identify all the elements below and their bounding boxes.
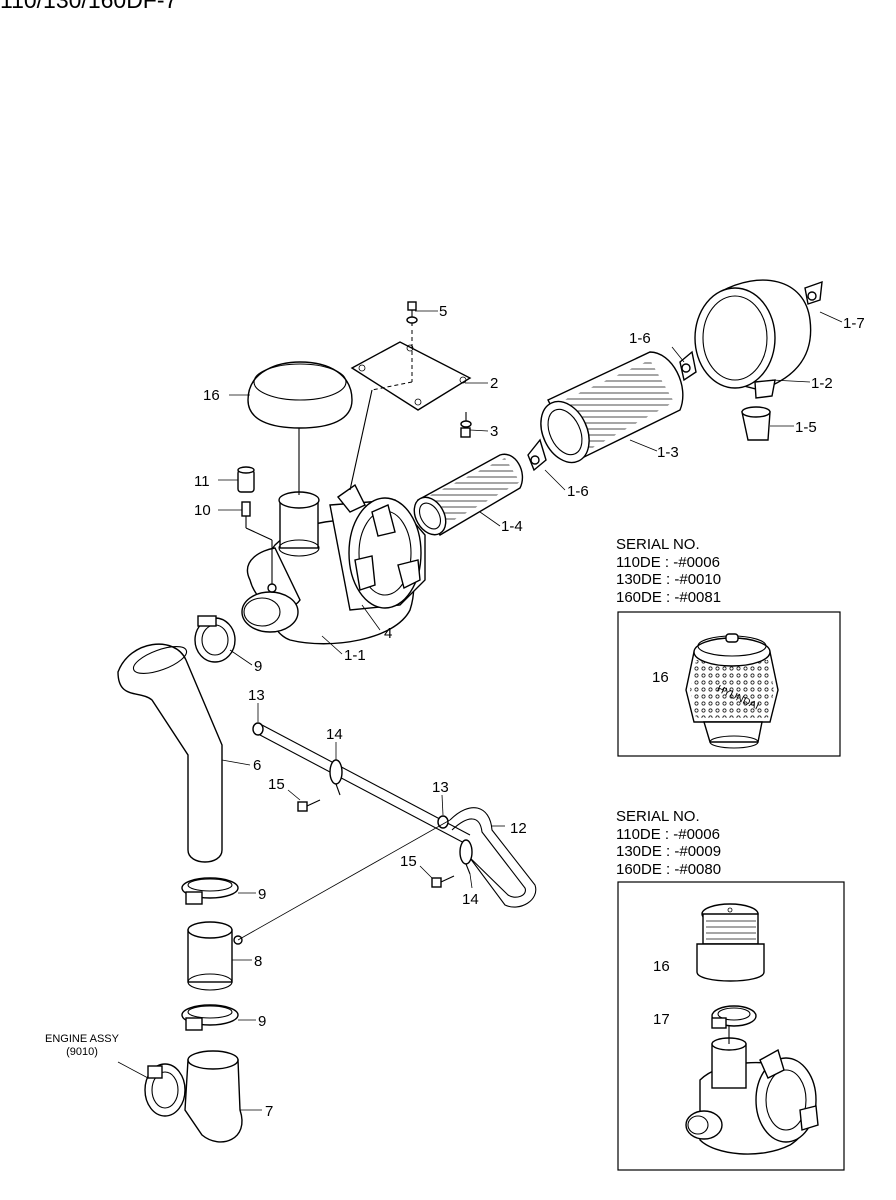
wing-nut xyxy=(679,350,697,382)
inset-box-2: 16 17 xyxy=(617,881,845,1171)
bolt-5 xyxy=(406,301,418,326)
vacuator-pipe xyxy=(252,722,537,908)
serial-info-2: SERIAL NO. 110DE : -#0006 130DE : -#0009… xyxy=(616,808,721,878)
callout-10: 10 xyxy=(194,502,211,519)
callout-numbers: 5 1-7 1-6 2 1-2 16 3 1-5 1-3 11 1-6 10 1… xyxy=(194,303,865,1120)
dust-indicator xyxy=(237,466,255,493)
callout-8: 8 xyxy=(254,953,262,970)
diagram-title: 110/130/160DF-7 xyxy=(0,0,178,13)
callout-6: 6 xyxy=(253,757,261,774)
intake-hose xyxy=(117,643,223,863)
callout-13-right: 13 xyxy=(432,779,449,796)
indicator-fitting xyxy=(241,501,273,584)
callout-12: 12 xyxy=(510,820,527,837)
hose-clamp xyxy=(181,1004,239,1031)
callout-1-6-lower: 1-6 xyxy=(567,483,589,500)
cap-clamp xyxy=(711,1005,757,1029)
callout-13-left: 13 xyxy=(248,687,265,704)
callout-1-5: 1-5 xyxy=(795,419,817,436)
bolt-3 xyxy=(460,412,472,438)
air-cleaner-small xyxy=(685,1026,819,1155)
serial-line: 130DE : -#0009 xyxy=(616,843,722,860)
engine-assy-code: (9010) xyxy=(66,1046,98,1058)
air-cleaner-body xyxy=(241,483,426,645)
callout-1-1: 1-1 xyxy=(344,647,366,664)
inset-box-1: HYUNDAI 16 xyxy=(617,611,841,757)
hose-clamp xyxy=(194,615,236,663)
serial-info-1: SERIAL NO. 110DE : -#0006 130DE : -#0010… xyxy=(616,536,721,606)
callout-16-inset-2: 16 xyxy=(653,958,670,975)
callout-3: 3 xyxy=(490,423,498,440)
air-cleaner-cover xyxy=(694,279,823,399)
callout-1-3: 1-3 xyxy=(657,444,679,461)
serial-line: 160DE : -#0080 xyxy=(616,860,722,878)
engine-assy-reference: ENGINE ASSY (9010) xyxy=(30,1033,134,1059)
pipe-clamp xyxy=(329,759,343,796)
outer-filter xyxy=(540,351,684,464)
callout-15-upper: 15 xyxy=(268,776,285,793)
screw xyxy=(297,799,321,812)
wing-nut xyxy=(527,438,547,472)
callout-1-2: 1-2 xyxy=(811,375,833,392)
callout-14-lower: 14 xyxy=(462,891,479,908)
serial-line: 110DE : -#0006 xyxy=(616,553,720,571)
callout-9-low: 9 xyxy=(258,1013,266,1030)
callout-1-6-upper: 1-6 xyxy=(629,330,651,347)
screw xyxy=(431,875,455,888)
hose-clamp xyxy=(181,877,239,905)
callout-14-upper: 14 xyxy=(326,726,343,743)
serial-line: 110DE : -#0006 xyxy=(616,825,720,843)
inner-filter xyxy=(413,453,524,536)
serial-line: 160DE : -#0081 xyxy=(616,588,722,606)
precleaner-cap xyxy=(696,903,765,982)
callout-1-7: 1-7 xyxy=(843,315,865,332)
callout-5: 5 xyxy=(439,303,447,320)
callout-11: 11 xyxy=(194,473,210,490)
pipe-clamp xyxy=(459,839,473,875)
engine-clamp xyxy=(144,1063,186,1117)
callout-2: 2 xyxy=(490,375,498,392)
vacuum-valve xyxy=(741,406,771,441)
mounting-bracket xyxy=(349,330,472,491)
precleaner-assembly: HYUNDAI xyxy=(685,633,779,749)
callout-9-mid: 9 xyxy=(258,886,266,903)
elbow-hose xyxy=(184,1050,243,1143)
air-cleaner-cap xyxy=(247,361,353,495)
callout-9-top: 9 xyxy=(254,658,262,675)
serial-line: 130DE : -#0010 xyxy=(616,571,722,588)
callout-16-inset-1: 16 xyxy=(652,669,669,686)
engine-assy-label: ENGINE ASSY xyxy=(45,1033,119,1045)
callout-15-lower: 15 xyxy=(400,853,417,870)
callout-7: 7 xyxy=(265,1103,273,1120)
serial-heading: SERIAL NO. xyxy=(616,808,700,825)
callout-1-4: 1-4 xyxy=(501,518,523,535)
callout-17: 17 xyxy=(653,1011,670,1028)
hose-connector xyxy=(187,921,243,991)
callout-16: 16 xyxy=(203,387,220,404)
callout-4: 4 xyxy=(384,625,392,642)
serial-heading: SERIAL NO. xyxy=(616,536,700,553)
